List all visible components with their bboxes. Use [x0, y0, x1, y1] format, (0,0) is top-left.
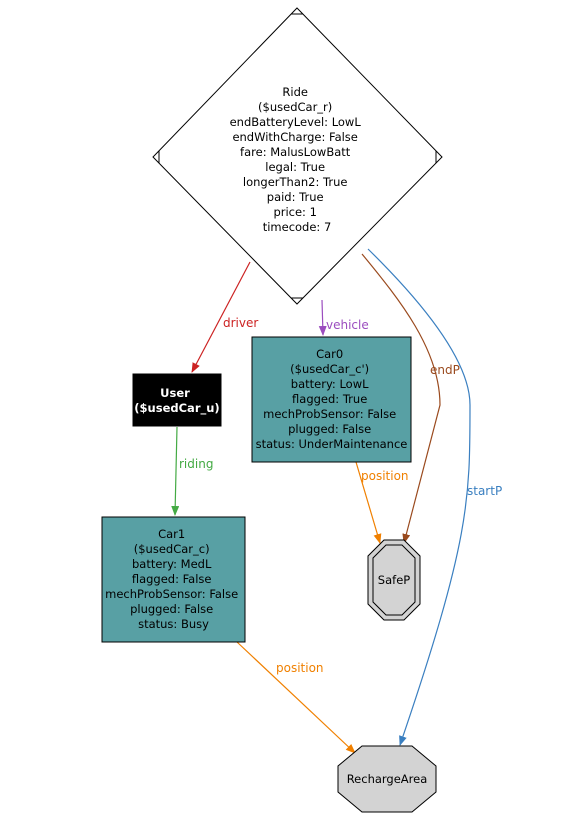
ride-label: Ride ($usedCar_r) endBatteryLevel: LowL …: [230, 85, 365, 234]
edge-label-endP: endP: [430, 363, 460, 377]
car0-line-status: status: UnderMaintenance: [256, 437, 408, 451]
edge-riding: [171, 426, 180, 516]
car1-line-status: status: Busy: [138, 617, 209, 631]
edge-vehicle: [318, 299, 327, 336]
edge-endP: [361, 253, 441, 544]
car0-line-title: Car0: [316, 347, 343, 361]
node-ride[interactable]: Ride ($usedCar_r) endBatteryLevel: LowL …: [152, 7, 443, 305]
ride-line-endWithCharge: endWithCharge: False: [232, 130, 357, 144]
car0-line-plugged: plugged: False: [288, 422, 371, 436]
recharge-area-label: RechargeArea: [347, 772, 428, 786]
car0-line-id: ($usedCar_c'): [290, 362, 369, 376]
edge-driver: [191, 261, 251, 373]
edge-position-car0: [355, 461, 382, 544]
edge-label-startP: startP: [467, 484, 502, 498]
car1-label: Car1 ($usedCar_c) battery: MedL flagged:…: [105, 527, 242, 631]
car1-line-plugged: plugged: False: [130, 602, 213, 616]
edge-startP: [367, 248, 471, 746]
ride-line-id: ($usedCar_r): [258, 100, 332, 114]
car1-line-mechProbSensor: mechProbSensor: False: [105, 587, 238, 601]
user-line-id: ($usedCar_u): [134, 401, 219, 416]
ride-line-title: Ride: [282, 85, 308, 99]
node-safep[interactable]: SafeP: [367, 539, 421, 621]
edge-label-vehicle: vehicle: [326, 318, 369, 332]
ride-line-legal: legal: True: [265, 160, 325, 174]
edge-label-riding: riding: [179, 457, 213, 471]
ride-line-endBatteryLevel: endBatteryLevel: LowL: [230, 115, 362, 129]
node-car1[interactable]: Car1 ($usedCar_c) battery: MedL flagged:…: [101, 516, 246, 643]
edge-label-driver: driver: [223, 316, 258, 330]
node-user[interactable]: User ($usedCar_u): [132, 373, 222, 427]
car0-line-mechProbSensor: mechProbSensor: False: [263, 407, 396, 421]
car1-line-id: ($usedCar_c): [134, 542, 210, 556]
car1-line-title: Car1: [158, 527, 185, 541]
node-car0[interactable]: Car0 ($usedCar_c') battery: LowL flagged…: [251, 336, 412, 463]
car1-line-flagged: flagged: False: [132, 572, 212, 586]
edge-position-car1: [236, 641, 356, 754]
user-label: User ($usedCar_u): [134, 386, 219, 416]
ride-line-timecode: timecode: 7: [263, 220, 332, 234]
user-line-title: User: [160, 386, 190, 400]
edge-label-position-car1: position: [276, 661, 324, 675]
car1-line-battery: battery: MedL: [132, 557, 212, 571]
car0-label: Car0 ($usedCar_c') battery: LowL flagged…: [256, 347, 408, 451]
safep-label: SafeP: [378, 573, 410, 587]
ride-line-longerThan2: longerThan2: True: [243, 175, 348, 189]
edge-label-position-car0: position: [361, 469, 409, 483]
ride-line-fare: fare: MalusLowBatt: [240, 145, 351, 159]
car0-line-flagged: flagged: True: [292, 392, 367, 406]
ride-line-paid: paid: True: [267, 190, 324, 204]
ride-line-price: price: 1: [273, 205, 316, 219]
car0-line-battery: battery: LowL: [291, 377, 369, 391]
node-recharge-area[interactable]: RechargeArea: [337, 745, 437, 813]
